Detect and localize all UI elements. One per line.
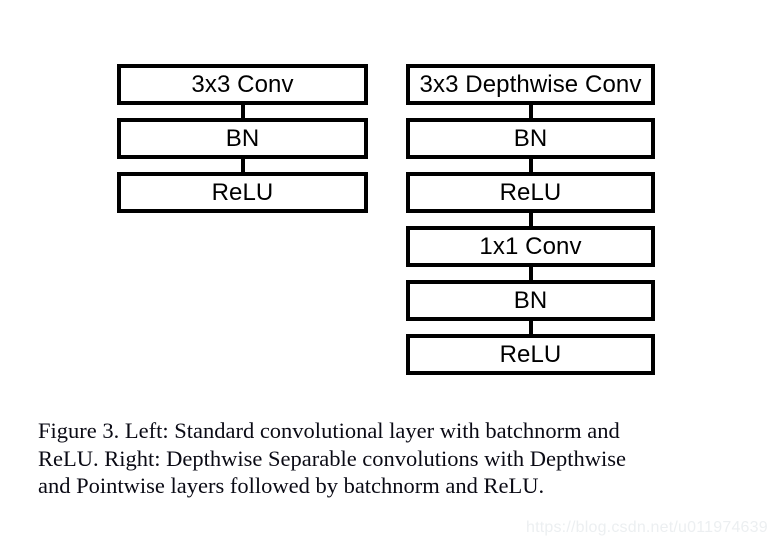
figure-caption-line-3: and Pointwise layers followed by batchno… [38, 473, 545, 498]
diagram-node-3x3-depthwise-conv: 3x3 Depthwise Conv [406, 64, 655, 105]
connector-line [528, 267, 533, 280]
diagram-node-group: ReLU [117, 172, 368, 213]
figure-diagram: 3x3 Conv BN ReLU 3x3 Depthwise Conv BN [117, 64, 655, 375]
diagram-node-group: 3x3 Depthwise Conv [406, 64, 655, 118]
connector-line [528, 105, 533, 118]
diagram-node-label: ReLU [499, 340, 562, 368]
diagram-node-group: 1x1 Conv [406, 226, 655, 280]
diagram-node-group: 3x3 Conv [117, 64, 368, 118]
diagram-node-bn: BN [117, 118, 368, 159]
diagram-node-relu: ReLU [117, 172, 368, 213]
diagram-node-bn-depthwise: BN [406, 118, 655, 159]
figure-caption: Figure 3. Left: Standard convolutional l… [38, 417, 738, 500]
diagram-node-label: 3x3 Depthwise Conv [419, 70, 642, 98]
diagram-node-label: 1x1 Conv [479, 232, 582, 260]
diagram-node-3x3-conv: 3x3 Conv [117, 64, 368, 105]
diagram-node-1x1-conv: 1x1 Conv [406, 226, 655, 267]
diagram-node-relu-pointwise: ReLU [406, 334, 655, 375]
diagram-node-group: BN [406, 118, 655, 172]
connector-line [528, 159, 533, 172]
diagram-node-label: BN [513, 286, 548, 314]
diagram-node-label: 3x3 Conv [191, 70, 294, 98]
diagram-node-group: ReLU [406, 172, 655, 226]
diagram-node-bn-pointwise: BN [406, 280, 655, 321]
connector-line [528, 213, 533, 226]
diagram-node-label: ReLU [211, 178, 274, 206]
figure-caption-line-1: Figure 3. Left: Standard convolutional l… [38, 418, 620, 443]
diagram-node-label: BN [225, 124, 260, 152]
connector-line [240, 105, 245, 118]
diagram-node-label: BN [513, 124, 548, 152]
figure-caption-line-2: ReLU. Right: Depthwise Separable convolu… [38, 445, 627, 471]
diagram-column-standard-convolution: 3x3 Conv BN ReLU [117, 64, 368, 213]
diagram-column-depthwise-separable-convolution: 3x3 Depthwise Conv BN ReLU 1x1 Conv BN [406, 64, 655, 375]
diagram-node-group: BN [406, 280, 655, 334]
diagram-node-relu-depthwise: ReLU [406, 172, 655, 213]
connector-line [240, 159, 245, 172]
diagram-node-group: ReLU [406, 334, 655, 375]
watermark-url: https://blog.csdn.net/u011974639 [526, 519, 768, 536]
diagram-node-label: ReLU [499, 178, 562, 206]
connector-line [528, 321, 533, 334]
diagram-node-group: BN [117, 118, 368, 172]
